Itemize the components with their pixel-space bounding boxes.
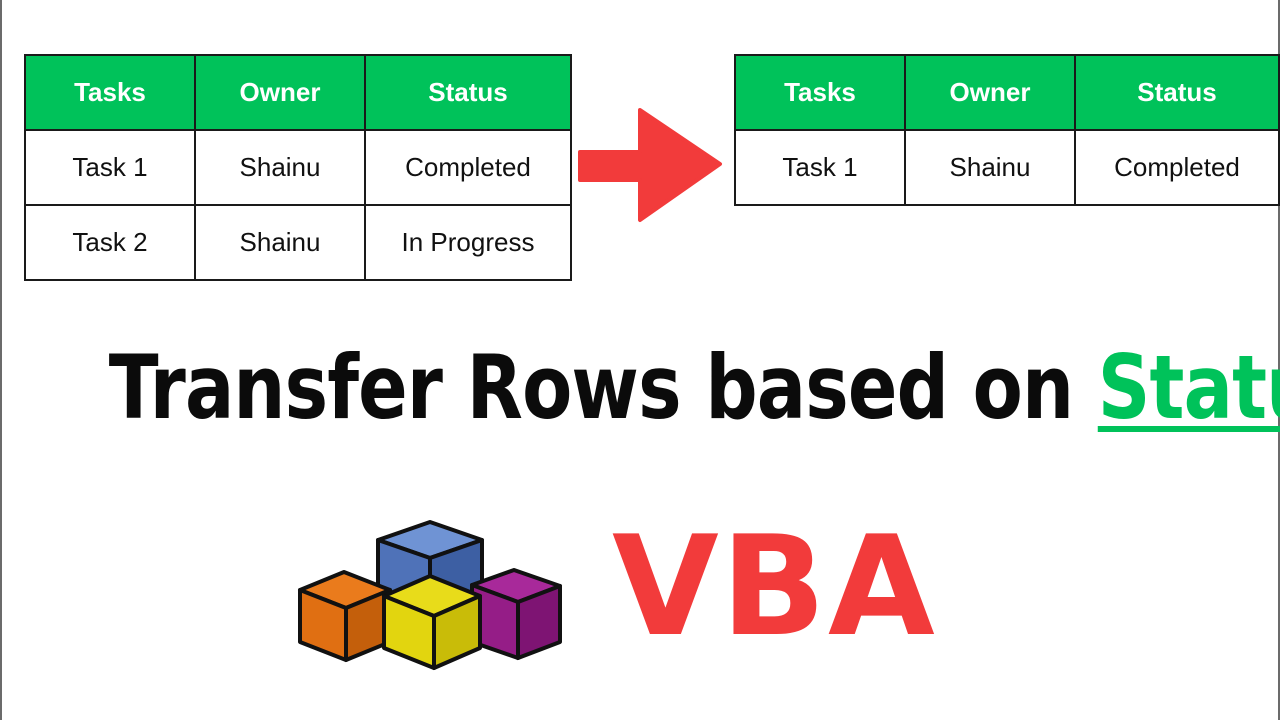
cell-task: Task 2 [24, 204, 196, 281]
header-owner: Owner [194, 54, 366, 131]
headline-highlight: Status [1097, 336, 1280, 439]
stacked-cubes-icon [298, 520, 562, 670]
header-tasks: Tasks [24, 54, 196, 131]
headline: Transfer Rows based on Status [108, 336, 1280, 439]
header-owner: Owner [904, 54, 1076, 131]
table-header-row: Tasks Owner Status [24, 54, 572, 131]
arrow-right-icon [578, 108, 722, 222]
header-status: Status [1074, 54, 1280, 131]
headline-main: Transfer Rows based on [108, 336, 1098, 439]
vba-logo-text: VBA [612, 506, 937, 667]
table-row: Task 1 Shainu Completed [24, 129, 572, 206]
cell-owner: Shainu [194, 129, 366, 206]
header-tasks: Tasks [734, 54, 906, 131]
table-row: Task 2 Shainu In Progress [24, 204, 572, 281]
table-header-row: Tasks Owner Status [734, 54, 1280, 131]
cell-status: Completed [1074, 129, 1280, 206]
target-table: Tasks Owner Status Task 1 Shainu Complet… [734, 54, 1280, 206]
cell-status: In Progress [364, 204, 572, 281]
source-table: Tasks Owner Status Task 1 Shainu Complet… [24, 54, 572, 281]
cell-status: Completed [364, 129, 572, 206]
table-row: Task 1 Shainu Completed [734, 129, 1280, 206]
header-status: Status [364, 54, 572, 131]
cell-task: Task 1 [734, 129, 906, 206]
cell-task: Task 1 [24, 129, 196, 206]
cell-owner: Shainu [194, 204, 366, 281]
cell-owner: Shainu [904, 129, 1076, 206]
